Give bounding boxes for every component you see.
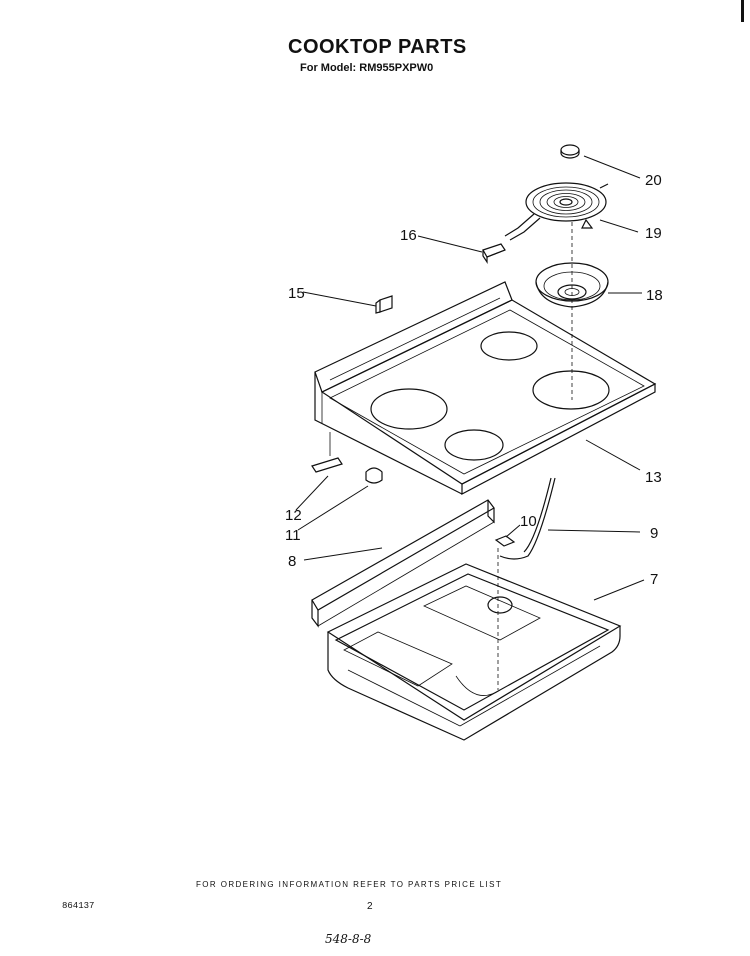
leader-20 <box>583 155 641 179</box>
part-20-cap <box>560 144 580 159</box>
part-10-bracket <box>494 535 516 547</box>
part-15-clip <box>375 295 393 314</box>
callout-19: 19 <box>645 225 662 242</box>
page-title: COOKTOP PARTS <box>288 36 467 58</box>
part-11-bracket <box>365 467 383 484</box>
ordering-note: FOR ORDERING INFORMATION REFER TO PARTS … <box>196 880 503 889</box>
leader-13 <box>585 439 641 471</box>
handwritten-note: 548-8-8 <box>325 932 372 946</box>
callout-8: 8 <box>288 553 296 570</box>
part-16-terminal-block <box>482 243 506 264</box>
callout-16: 16 <box>400 227 417 244</box>
leader-10 <box>505 524 521 538</box>
leader-11 <box>297 485 369 531</box>
scan-edge-mark <box>741 0 744 22</box>
part-12-hinge-pin <box>311 432 343 473</box>
leader-19 <box>599 219 639 233</box>
part-19-surface-element <box>504 182 609 241</box>
callout-13: 13 <box>645 469 662 486</box>
callout-20: 20 <box>645 172 662 189</box>
leader-7 <box>593 579 645 601</box>
callout-18: 18 <box>646 287 663 304</box>
part-9-rod <box>499 477 556 560</box>
leader-9 <box>547 529 641 533</box>
page-number: 2 <box>367 901 373 912</box>
leader-8 <box>303 547 383 561</box>
part-13-cooktop <box>314 281 657 495</box>
callout-9: 9 <box>650 525 658 542</box>
callout-15: 15 <box>288 285 305 302</box>
leader-16 <box>417 235 483 253</box>
leader-12 <box>295 475 329 511</box>
callout-7: 7 <box>650 571 658 588</box>
callout-11: 11 <box>285 527 301 544</box>
leader-15 <box>302 291 377 307</box>
callout-12: 12 <box>285 507 302 524</box>
part-8-trim-strip <box>311 499 495 628</box>
document-number: 864137 <box>62 901 95 911</box>
callout-10: 10 <box>520 513 537 530</box>
model-subtitle: For Model: RM955PXPW0 <box>300 62 434 74</box>
part-7-burner-box <box>326 563 622 741</box>
